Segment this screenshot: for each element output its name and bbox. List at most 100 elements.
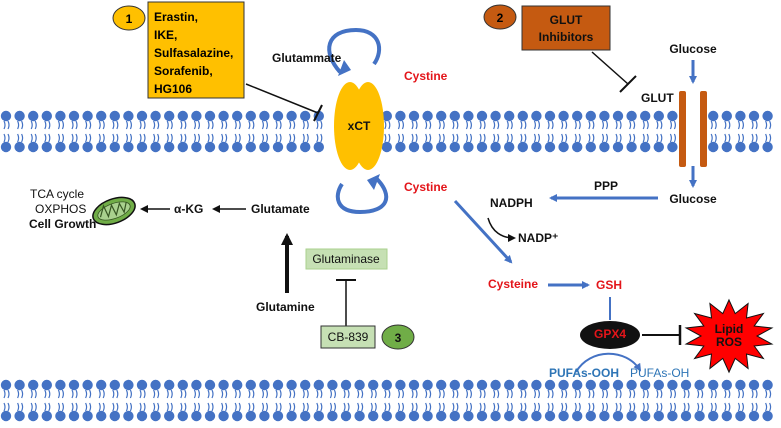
glutammate-extracellular: Glutammate (272, 51, 342, 65)
lipid-head (436, 110, 447, 122)
lipid-head (395, 410, 406, 422)
lipid-head (123, 379, 134, 391)
inhibition-line-glut (591, 51, 629, 85)
lipid-tail (765, 133, 768, 143)
lipid-head (191, 141, 202, 153)
lipid-tail (397, 402, 400, 412)
lipid-head (517, 410, 528, 422)
lipid-tail (184, 389, 187, 399)
lipid-head (272, 110, 284, 122)
lipid-tail (592, 120, 595, 130)
lipid-tail (646, 389, 649, 399)
lipid-tail (238, 120, 241, 130)
lipid-head (245, 410, 256, 422)
lipid-tail (687, 402, 690, 412)
lipid-tail (755, 133, 758, 143)
lipid-tail (415, 120, 418, 130)
lipid-tail (547, 120, 550, 130)
lipid-tail (225, 120, 228, 130)
lipid-head (259, 379, 270, 391)
lipid-tail (697, 402, 700, 412)
lipid-head (41, 410, 52, 422)
lipid-head (82, 410, 93, 422)
lipid-head (449, 379, 460, 391)
lipid-tail (329, 389, 332, 399)
lipid-tail (293, 120, 296, 130)
lipid-tail (574, 389, 577, 399)
lipid-tail (565, 120, 568, 130)
lipid-tail (197, 120, 200, 130)
lipid-tail (384, 389, 387, 399)
lipid-tail (279, 133, 282, 143)
lipid-tail (85, 389, 88, 399)
xct-export-curve (327, 27, 382, 74)
lipid-tail (669, 133, 672, 143)
lipid-head (109, 379, 121, 391)
lipid-tail (61, 389, 64, 399)
number-badge-1 (112, 5, 146, 31)
lipid-tail (370, 402, 373, 412)
lipid-tail (252, 120, 255, 130)
lipid-head (55, 110, 66, 122)
lipid-head (177, 110, 188, 122)
lipid-head (436, 410, 447, 422)
lipid-head (123, 110, 134, 122)
lipid-head (558, 141, 569, 153)
lipid-tail (697, 389, 700, 399)
lipid-head (68, 379, 80, 391)
lipid-tail (588, 120, 591, 130)
lipid-tail (479, 120, 482, 130)
glutamate-label: Glutamate (251, 202, 310, 216)
lipid-tail (660, 120, 663, 130)
lipid-head (599, 410, 610, 422)
lipid-head (572, 410, 583, 422)
lipid-head (28, 110, 39, 122)
lipid-tail (642, 120, 645, 130)
lipid-tail (547, 133, 550, 143)
pufas-oh-label: PUFAs-OH (630, 366, 689, 380)
lipid-head (123, 410, 134, 422)
lipid-head (123, 141, 134, 153)
lipid-tail (741, 389, 744, 399)
lipid-tail (765, 402, 768, 412)
lipid-tail (401, 402, 404, 412)
lipid-head (300, 379, 311, 391)
lipid-tail (347, 389, 350, 399)
lipid-tail (139, 133, 142, 143)
lipid-tail (710, 120, 713, 130)
lipid-tail (180, 402, 183, 412)
lipid-tail (48, 402, 51, 412)
lipid-tail (673, 120, 676, 130)
lipid-tail (397, 120, 400, 130)
lipid-tail (98, 133, 101, 143)
lipid-tail (506, 402, 509, 412)
lipid-head (68, 110, 80, 122)
lipid-head (177, 410, 188, 422)
lipid-tail (629, 389, 632, 399)
lipid-tail (537, 389, 540, 399)
lipid-tail (605, 389, 608, 399)
lipid-tail (547, 389, 550, 399)
lipid-tail (483, 402, 486, 412)
lipid-tail (765, 389, 768, 399)
lipid-head (368, 410, 379, 422)
glucose-extracellular: Glucose (669, 42, 717, 56)
lipid-head (177, 379, 188, 391)
lipid-tail (157, 120, 160, 130)
lipid-tail (401, 120, 404, 130)
nadph-oxidation-arrow (487, 217, 516, 242)
lipid-tail (619, 120, 622, 130)
lipid-tail (397, 389, 400, 399)
lipid-head (191, 410, 202, 422)
gpx4-label: GPX4 (594, 327, 626, 341)
lipid-tail (21, 402, 24, 412)
lipid-tail (248, 133, 251, 143)
lipid-tail (48, 133, 51, 143)
lipid-head (721, 110, 732, 122)
lipid-tail (112, 133, 115, 143)
lipid-tail (415, 402, 418, 412)
lipid-head (272, 141, 284, 153)
gpx4-ellipse (580, 321, 640, 349)
lipid-head (150, 410, 161, 422)
